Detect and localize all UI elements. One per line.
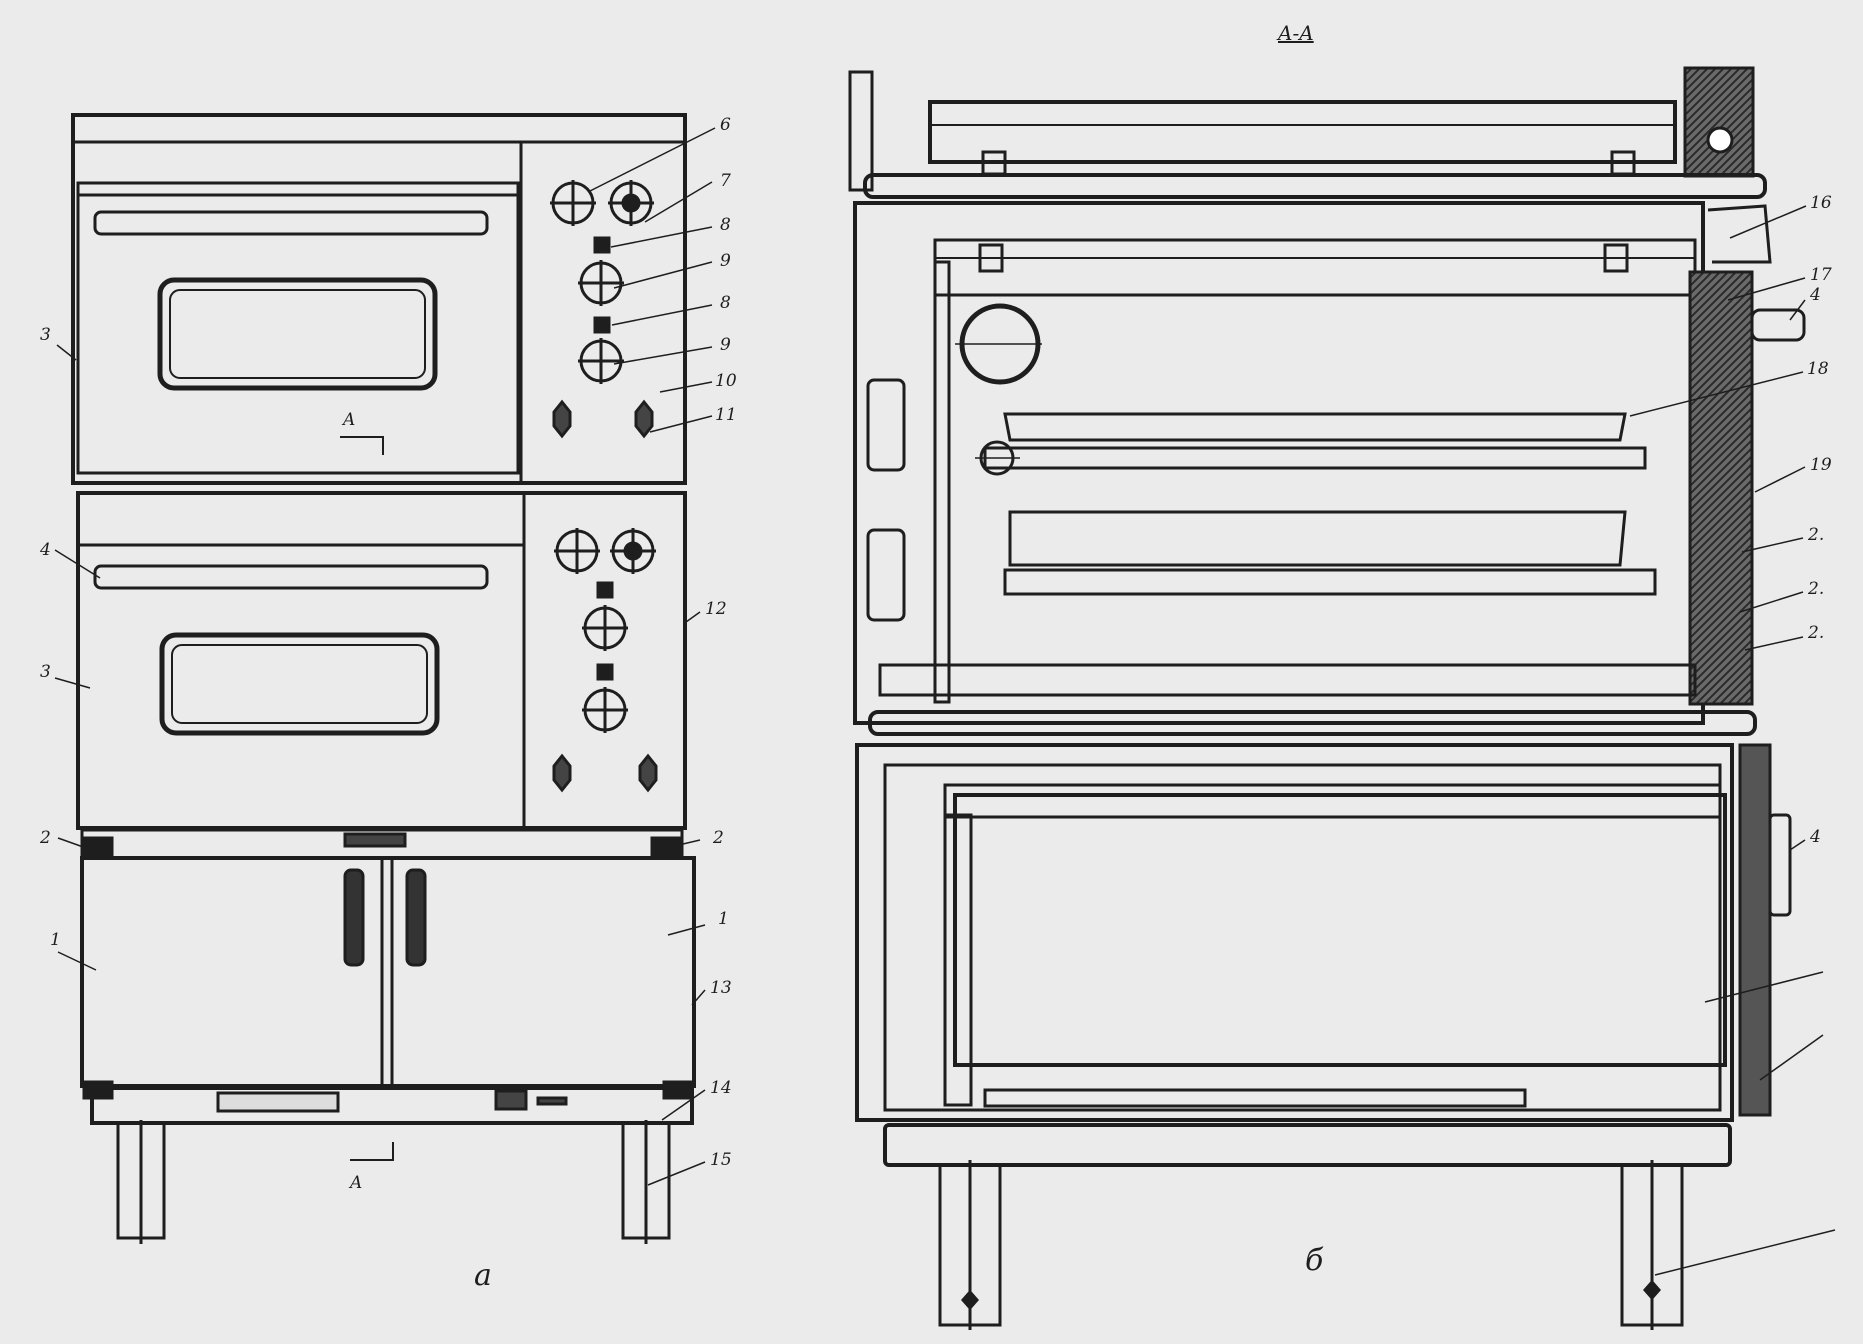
switch	[634, 399, 654, 439]
callout-knob-9: 9	[720, 251, 731, 271]
leg	[938, 1160, 1002, 1330]
indicator-lamp	[593, 236, 611, 254]
callout-oven-handle: 4	[39, 540, 51, 560]
control-knob	[550, 180, 596, 226]
section-marker-line	[350, 1142, 394, 1161]
callout-lamp-8b: 8	[720, 293, 731, 313]
door-handle	[1750, 308, 1806, 342]
baking-tray	[1003, 510, 1657, 596]
lower-oven-handle	[93, 564, 489, 590]
switch	[552, 753, 572, 793]
front-leader-lines	[54, 127, 716, 1186]
callout-section-18: 18	[1807, 359, 1829, 379]
control-knob	[582, 687, 628, 733]
callout-knob-9b: 9	[720, 335, 731, 355]
leg	[621, 1120, 671, 1244]
cabinet-inner-wall	[953, 793, 1727, 1067]
upper-section-module	[848, 66, 1767, 199]
lower-oven-chamber	[76, 491, 687, 830]
callout-spacer-right: 2	[712, 828, 724, 848]
callout-section-handle: 4	[1809, 285, 1821, 305]
control-knob	[578, 260, 624, 306]
cabinet-door-handle	[1768, 813, 1792, 917]
oven-section-module	[853, 201, 1806, 736]
front-view	[71, 113, 696, 1244]
callout-panel-10: 10	[715, 371, 737, 391]
callout-switch-11: 11	[715, 405, 737, 425]
upper-oven-handle	[93, 210, 489, 236]
callout-section-cabinet-handle: 4	[1809, 827, 1821, 847]
callout-section-17: 17	[1810, 265, 1832, 285]
upper-control-panel	[550, 180, 654, 439]
insulation	[1683, 66, 1755, 178]
callout-section-16: 16	[1810, 193, 1832, 213]
section-marker-bottom: A	[348, 1173, 362, 1193]
control-knob	[582, 605, 628, 651]
caption-front-view: a	[474, 1258, 492, 1293]
base-cabinet	[80, 856, 696, 1100]
caption-section-view: б	[1305, 1243, 1324, 1278]
callout-section-2b: 2.	[1807, 579, 1824, 599]
section-leader-lines	[1629, 205, 1836, 1276]
callout-cabinet-door-right: 1	[718, 909, 729, 929]
section-view	[848, 66, 1806, 1330]
switch	[552, 399, 572, 439]
callout-knob-7: 7	[720, 171, 731, 191]
callout-section-19: 19	[1810, 455, 1832, 475]
upper-oven-window	[157, 277, 438, 391]
control-knob	[554, 528, 600, 574]
callout-knob-6: 6	[720, 115, 731, 135]
plinth	[90, 1086, 694, 1125]
lower-oven-window	[159, 632, 440, 736]
lower-control-panel	[552, 528, 658, 793]
section-marker-top: A	[341, 410, 355, 430]
callout-cabinet-13: 13	[710, 978, 732, 998]
callout-leg-15: 15	[710, 1150, 732, 1170]
indicator-lamp	[596, 663, 614, 681]
door-insulation	[1688, 270, 1754, 706]
door-hinge	[866, 378, 906, 472]
callout-section-2c: 2.	[1807, 623, 1824, 643]
indicator-lamp	[593, 316, 611, 334]
callout-spacer-left: 2	[39, 828, 51, 848]
control-knob	[610, 528, 656, 574]
leg	[116, 1120, 166, 1244]
leg	[1620, 1160, 1684, 1330]
baking-tray	[983, 412, 1647, 470]
section-marker-line	[340, 436, 384, 455]
callout-plinth-14: 14	[710, 1078, 732, 1098]
door-hinge	[866, 528, 906, 622]
cabinet-door-handle	[343, 868, 427, 967]
upper-oven-chamber	[71, 113, 687, 485]
indicator-lamp	[596, 581, 614, 599]
callout-lamp-8: 8	[720, 215, 731, 235]
callout-oven-body-lower: 3	[40, 662, 51, 682]
callout-panel-12: 12	[705, 599, 727, 619]
switch	[638, 753, 658, 793]
callout-section-2a: 2.	[1807, 525, 1824, 545]
section-title: A-A	[1276, 21, 1314, 45]
cabinet-door	[1738, 743, 1772, 1117]
callout-cabinet-door-left: 1	[50, 930, 61, 950]
callout-oven-body-upper: 3	[40, 325, 51, 345]
cabinet-section-module	[855, 743, 1792, 1167]
control-knob	[578, 338, 624, 384]
control-knob	[608, 180, 654, 226]
callout-labels: 1 1 2 2 3 3 4 6 7 8 9 8 9 10 11 12 13 14…	[39, 21, 1832, 1293]
